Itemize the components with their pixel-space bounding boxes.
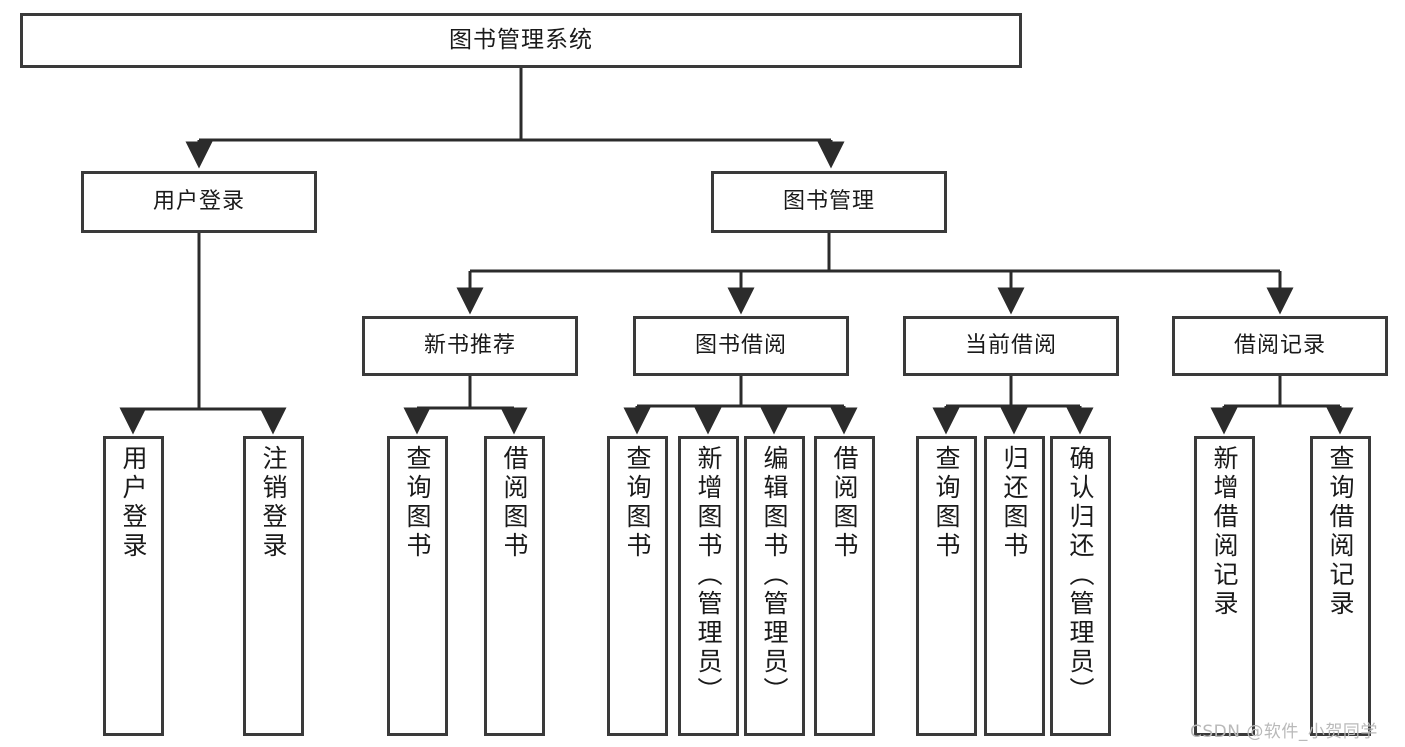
watermark: CSDN @软件_小贺同学 xyxy=(1190,722,1378,742)
node-label: 图书管理系统 xyxy=(449,26,593,53)
node-label: 查询图书 xyxy=(932,445,961,561)
node-label: 借阅记录 xyxy=(1233,333,1326,359)
node-user-login[interactable]: 用户登录 xyxy=(81,171,317,233)
node-label: 查询图书 xyxy=(403,445,432,561)
leaf-query-book-current[interactable]: 查询图书 xyxy=(916,436,977,736)
node-book-borrow[interactable]: 图书借阅 xyxy=(633,316,849,376)
leaf-borrow-book-recommend[interactable]: 借阅图书 xyxy=(484,436,545,736)
node-current-borrow[interactable]: 当前借阅 xyxy=(903,316,1119,376)
node-label: 查询借阅记录 xyxy=(1326,445,1355,619)
leaf-logout[interactable]: 注销登录 xyxy=(243,436,304,736)
node-label: 新增图书（管理员） xyxy=(694,445,723,706)
leaf-user-login[interactable]: 用户登录 xyxy=(103,436,164,736)
node-label: 归还图书 xyxy=(1000,445,1029,561)
leaf-query-book-recommend[interactable]: 查询图书 xyxy=(387,436,448,736)
node-root[interactable]: 图书管理系统 xyxy=(20,13,1022,68)
node-borrow-record[interactable]: 借阅记录 xyxy=(1172,316,1388,376)
leaf-return-book[interactable]: 归还图书 xyxy=(984,436,1045,736)
leaf-add-borrow-record[interactable]: 新增借阅记录 xyxy=(1194,436,1255,736)
node-new-book-recommend[interactable]: 新书推荐 xyxy=(362,316,578,376)
leaf-query-book-borrow[interactable]: 查询图书 xyxy=(607,436,668,736)
node-label: 借阅图书 xyxy=(830,445,859,561)
node-label: 确认归还（管理员） xyxy=(1066,445,1095,706)
node-label: 新增借阅记录 xyxy=(1210,445,1239,619)
node-label: 查询图书 xyxy=(623,445,652,561)
leaf-borrow-book[interactable]: 借阅图书 xyxy=(814,436,875,736)
leaf-confirm-return-admin[interactable]: 确认归还（管理员） xyxy=(1050,436,1111,736)
leaf-edit-book-admin[interactable]: 编辑图书（管理员） xyxy=(744,436,805,736)
node-label: 用户登录 xyxy=(119,445,148,561)
node-label: 借阅图书 xyxy=(500,445,529,561)
leaf-add-book-admin[interactable]: 新增图书（管理员） xyxy=(678,436,739,736)
node-label: 用户登录 xyxy=(152,189,245,215)
node-label: 新书推荐 xyxy=(423,333,516,359)
node-label: 编辑图书（管理员） xyxy=(760,445,789,706)
node-book-management[interactable]: 图书管理 xyxy=(711,171,947,233)
node-label: 图书管理 xyxy=(782,189,875,215)
node-label: 注销登录 xyxy=(259,445,288,561)
leaf-query-borrow-record[interactable]: 查询借阅记录 xyxy=(1310,436,1371,736)
node-label: 当前借阅 xyxy=(964,333,1057,359)
node-label: 图书借阅 xyxy=(694,333,787,359)
